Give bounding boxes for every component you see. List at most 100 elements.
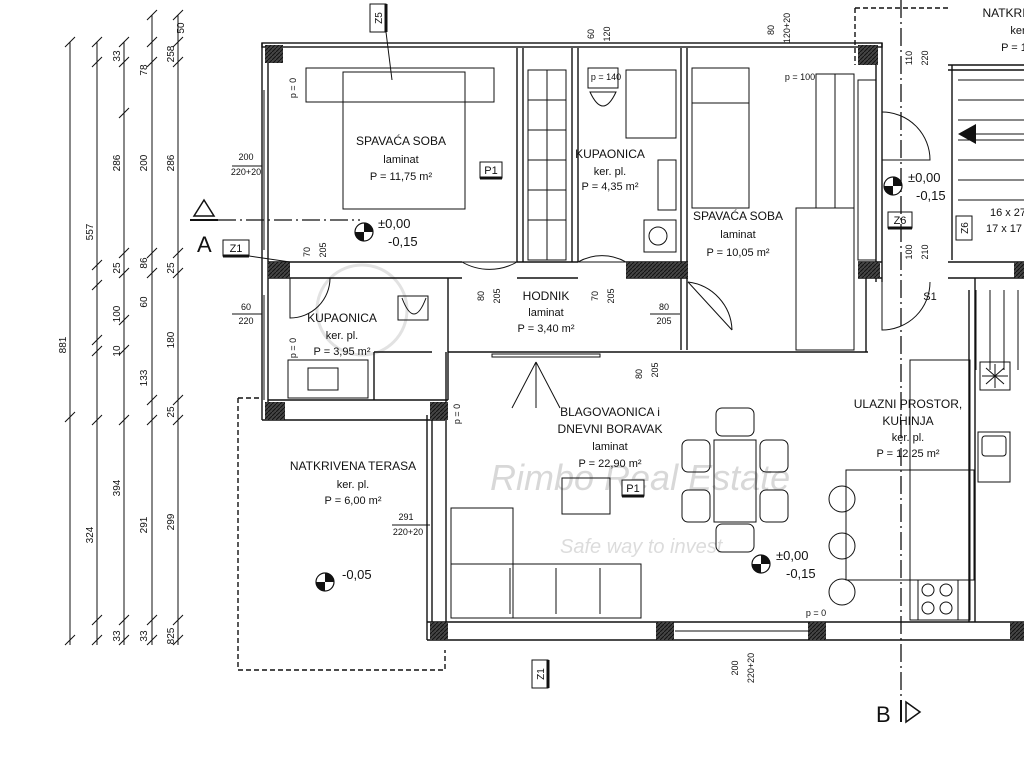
opening-dim: 120+20: [782, 13, 792, 43]
opening-dim: 120: [602, 26, 612, 41]
room-label-spavaca2: SPAVAĆA SOBA laminat P = 10,05 m²: [693, 208, 783, 259]
opening-dim: 220+20: [231, 167, 261, 177]
walls: [237, 7, 1024, 671]
p-mark: p = 0: [288, 338, 298, 358]
dim-25b: 25: [166, 262, 177, 274]
level-value-bottom: -0,15: [786, 566, 816, 581]
stairs-line2: 17 x 17: [986, 223, 1022, 235]
p-mark: p = 0: [452, 404, 462, 424]
opening-dim: 205: [606, 288, 616, 303]
level-value-top: ±0,00: [776, 548, 808, 563]
room-floor: laminat: [528, 307, 563, 319]
dim-100: 100: [112, 305, 123, 322]
left-dimension-labels: 881 557 324 33 286 25 100 10 394 33 78 2…: [58, 22, 187, 644]
room-area: P = 3,95 m²: [314, 346, 371, 358]
room-area: P = 3,40 m²: [518, 323, 575, 335]
room-area: P = 4,35 m²: [582, 181, 639, 193]
room-floor: laminat: [592, 441, 627, 453]
level-marker-terrace: -0,05: [315, 567, 372, 592]
opening-dim: 210: [920, 244, 930, 259]
room-label-kupaonica1: KUPAONICA ker. pl. P = 4,35 m²: [575, 147, 645, 193]
opening-dim: 80: [634, 369, 644, 379]
opening-dim: 220: [920, 50, 930, 65]
room-label-natkriv-top: NATKRIV ker P = 1: [982, 6, 1024, 54]
opening-dim: 70: [302, 247, 312, 257]
room-floor: ker. pl.: [337, 479, 369, 491]
opening-dim: 220+20: [746, 653, 756, 683]
room-label-spavaca1: SPAVAĆA SOBA laminat P = 11,75 m²: [356, 133, 446, 183]
room-area: P = 10,05 m²: [706, 247, 769, 259]
level-marker-entry: ±0,00 -0,15: [883, 170, 946, 203]
tag-s1: S1: [923, 291, 936, 303]
room-label-ulaz: ULAZNI PROSTOR, KUHINJA ker. pl. P = 12,…: [854, 397, 962, 460]
opening-dim: 220+20: [393, 527, 423, 537]
room-name: KUPAONICA: [307, 311, 377, 325]
room-floor: laminat: [720, 229, 755, 241]
stairs-line1: 16 x 27: [990, 207, 1024, 219]
wall-hatched-columns: [265, 45, 1024, 640]
dim-286a: 286: [112, 154, 123, 171]
tag-z6-a: Z6: [894, 215, 907, 227]
room-name-1: ULAZNI PROSTOR,: [854, 397, 962, 411]
dim-25c: 25: [166, 406, 177, 418]
room-area: P = 11,75 m²: [370, 171, 433, 183]
opening-dim: 205: [318, 242, 328, 257]
p-mark: p = 140: [591, 72, 621, 82]
dim-33c: 33: [139, 630, 150, 642]
room-area: P = 1: [1001, 42, 1024, 54]
dim-299: 299: [166, 513, 177, 530]
room-area: P = 6,00 m²: [325, 495, 382, 507]
room-floor: ker. pl.: [326, 330, 358, 342]
room-label-kupaonica2: KUPAONICA ker. pl. P = 3,95 m²: [307, 311, 377, 358]
tag-p1-bed: P1: [484, 165, 497, 177]
dim-258: 258: [166, 45, 177, 62]
tag-p1-living: P1: [626, 483, 639, 495]
dim-200: 200: [139, 154, 150, 171]
opening-dim: 70: [590, 291, 600, 301]
dim-33b: 33: [112, 630, 123, 642]
dim-881: 881: [58, 336, 69, 353]
room-name: KUPAONICA: [575, 147, 645, 161]
level-value-bottom: -0,15: [388, 234, 418, 249]
room-label-hodnik: HODNIK laminat P = 3,40 m²: [518, 289, 575, 335]
opening-dim: 80: [766, 25, 776, 35]
dim-825: 825: [166, 627, 177, 644]
room-floor: laminat: [383, 154, 418, 166]
p-mark: p = 0: [806, 608, 826, 618]
room-floor: ker. pl.: [892, 432, 924, 444]
opening-dim: 200: [238, 152, 253, 162]
level-value-bottom: -0,15: [916, 188, 946, 203]
room-name: NATKRIVENA TERASA: [290, 459, 416, 473]
dim-286b: 286: [166, 154, 177, 171]
dim-86: 86: [139, 257, 150, 269]
dim-557: 557: [85, 223, 96, 240]
level-marker-bedroom: ±0,00 -0,15: [354, 216, 418, 249]
p-mark: p = 0: [288, 78, 298, 98]
level-value: -0,05: [342, 567, 372, 582]
opening-dim: 205: [492, 288, 502, 303]
tag-z6-b: Z6: [960, 222, 971, 234]
dim-25a: 25: [112, 262, 123, 274]
dim-180: 180: [166, 331, 177, 348]
sill-height-marks: p = 0 p = 140 p = 100 p = 0 p = 0 p = 0: [288, 72, 826, 618]
stairs-label: 16 x 27 17 x 17: [958, 124, 1024, 235]
room-area: P = 22,90 m²: [578, 458, 641, 470]
level-value-top: ±0,00: [378, 216, 410, 231]
dim-33a: 33: [112, 50, 123, 62]
furniture: [263, 42, 1024, 641]
tag-labels: Z5 Z1 Z1 Z6 Z6 P1 P1 S1: [222, 3, 973, 689]
room-name-2: DNEVNI BORAVAK: [558, 422, 663, 436]
level-marker-living: ±0,00 -0,15: [751, 548, 816, 581]
room-name: NATKRIV: [982, 6, 1024, 20]
room-label-terasa: NATKRIVENA TERASA ker. pl. P = 6,00 m²: [290, 459, 416, 507]
dim-133: 133: [139, 369, 150, 386]
opening-dim: 80: [659, 302, 669, 312]
dim-50: 50: [176, 22, 187, 34]
tag-z5: Z5: [374, 12, 385, 24]
room-area: P = 12,25 m²: [876, 448, 939, 460]
room-name: SPAVAĆA SOBA: [693, 208, 783, 223]
room-name: SPAVAĆA SOBA: [356, 133, 446, 148]
opening-dim: 205: [650, 362, 660, 377]
section-marker-b: B: [876, 0, 922, 727]
section-label-a: A: [197, 232, 212, 257]
